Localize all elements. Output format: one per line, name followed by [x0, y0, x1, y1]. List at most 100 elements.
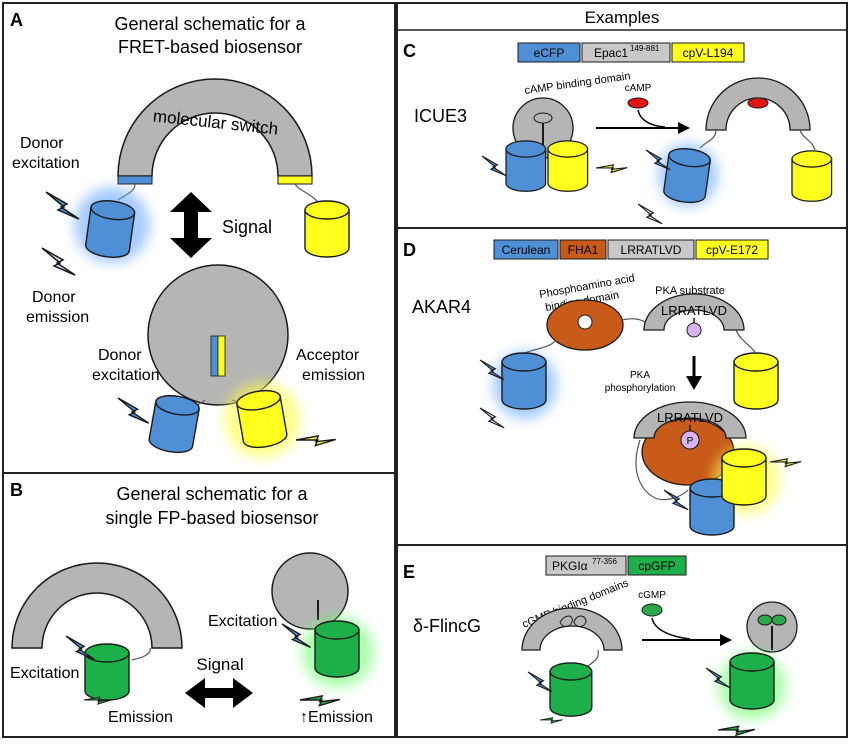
- emission-label-b-left: Emission: [108, 709, 173, 726]
- bar-fha1-label: FHA1: [568, 243, 599, 257]
- camp-ligand-label: cAMP: [625, 83, 652, 94]
- bar-lrratlvd: [607, 239, 695, 260]
- icue3-acceptor: [547, 140, 589, 192]
- flincg-closed-fp: [729, 652, 775, 710]
- single-fp-closed: [271, 552, 349, 630]
- akar4-name: AKAR4: [412, 297, 471, 317]
- acceptor-emission-line2: emission: [302, 367, 365, 384]
- yellow-fp-a: [304, 200, 350, 258]
- panel-b-letter: B: [10, 480, 23, 500]
- excitation-label-b-left: Excitation: [10, 665, 79, 682]
- icue3-name: ICUE3: [414, 106, 467, 126]
- panel-a-letter: A: [10, 10, 23, 30]
- tether-green-left: [131, 647, 151, 661]
- empty-cgmp-pockets: [559, 615, 587, 627]
- donor-excitation-a-line2: excitation: [12, 155, 80, 172]
- donor-excitation-b-line1: Donor: [98, 347, 142, 364]
- donor-excitation-b-line2: excitation: [92, 367, 160, 384]
- switch-yellow-end: [277, 175, 313, 185]
- sequence-label-bottom: LRRATLVD: [657, 410, 723, 425]
- bar-cpgfp: [627, 555, 687, 576]
- bar-ecfp: [517, 42, 581, 63]
- panel-b-border: [2, 472, 396, 738]
- excitation-bolt-a: [45, 191, 80, 220]
- green-fp-left: [84, 643, 130, 701]
- donor-emission-a-line2: emission: [26, 309, 89, 326]
- panel-e-letter: E: [403, 562, 415, 582]
- pka-substrate-arch: [643, 293, 745, 331]
- icue3-acceptor-bolt: [595, 151, 628, 184]
- flincg-arrowhead: [720, 634, 732, 646]
- single-fp-arch: [11, 562, 183, 649]
- camp-binding-label: cAMP binding domain: [524, 70, 631, 97]
- molecular-switch-arch: [117, 78, 313, 177]
- bound-cgmp-left: [757, 614, 773, 626]
- acceptor-emission-line1: Acceptor: [296, 347, 360, 364]
- switch-blue-end: [117, 175, 153, 185]
- signal-label-b: Signal: [196, 655, 243, 674]
- bound-camp: [747, 97, 769, 109]
- bar-cerulean: [493, 239, 559, 260]
- icue3-open-arch: [705, 77, 811, 131]
- camp-ligand: [627, 97, 649, 109]
- panel-d-letter: D: [403, 240, 416, 260]
- bar-epac1-range: 149-881: [630, 44, 660, 53]
- cgmp-curve: [651, 617, 691, 640]
- signal-double-arrow-b: [185, 678, 253, 708]
- panel-b-title-line1: General schematic for a: [116, 484, 308, 504]
- acceptor-emission-bolt: [295, 419, 337, 461]
- bar-epac1-label: Epac1: [594, 46, 628, 60]
- emission-label-b-right: ↑Emission: [300, 709, 373, 726]
- icue3-excitation-bolt: [481, 155, 507, 177]
- tether-yellow-a: [294, 183, 319, 203]
- emission-bolt-a: [41, 247, 76, 276]
- donor-emission-a-line1: Donor: [32, 289, 76, 306]
- bar-pkgi-range: 77-356: [592, 557, 617, 566]
- panel-a-title-line1: General schematic for a: [114, 14, 306, 34]
- green-fp-right: [314, 620, 360, 678]
- akar4-emission-bolt: [479, 407, 505, 429]
- phosphate-symbol: P: [687, 436, 694, 447]
- tether-bound-loop: [635, 439, 689, 501]
- unphosphorylated-site: [686, 322, 702, 338]
- akar4-acceptor: [733, 352, 779, 410]
- bar-cpv-l194: [671, 42, 745, 63]
- tether-flincg-open: [585, 649, 599, 669]
- excitation-bolt-closed: [117, 397, 150, 424]
- phos-label-line2: phosphorylation: [605, 383, 676, 394]
- cgmp-ligand-label: cGMP: [638, 590, 666, 601]
- bar-pkgi: [545, 555, 627, 576]
- sequence-label-top: LRRATLVD: [661, 303, 727, 318]
- icue3-open-emission-bolt: [637, 203, 663, 225]
- panel-a-title-line2: FRET-based biosensor: [118, 37, 302, 57]
- fha1-pocket: [577, 314, 593, 330]
- donor-fp-closed: [146, 391, 202, 457]
- tether-icue3-open-blue: [699, 129, 717, 149]
- flincg-name: δ-FlincG: [413, 616, 481, 636]
- bar-cpgfp-label: cpGFP: [638, 559, 675, 573]
- molecular-switch-closed: [147, 264, 289, 406]
- tether-icue3-open-yellow: [799, 129, 816, 151]
- substrate-arch-bound: [633, 401, 747, 439]
- donor-excitation-a-line1: Donor: [20, 135, 64, 152]
- phosphorylation-arrowhead: [686, 376, 702, 390]
- flincg-open-excitation-bolt: [527, 671, 553, 693]
- tether-fha-substrate: [621, 318, 646, 323]
- tether-akar4-yellow: [735, 329, 756, 353]
- signal-label-a: Signal: [222, 217, 272, 237]
- bar-pkgi-label: PKGIα: [552, 559, 588, 573]
- bar-fha1: [559, 239, 607, 260]
- bar-cpv-e172-label: cpV-E172: [706, 243, 758, 257]
- akar4-bound-acceptor: [721, 448, 767, 506]
- bar-epac1: [581, 42, 671, 63]
- bar-cpv-e172: [695, 239, 769, 260]
- acceptor-fp-closed: [234, 386, 290, 452]
- flincg-open-fp: [549, 662, 593, 717]
- pka-substrate-label: PKA substrate: [655, 285, 725, 297]
- panel-c-letter: C: [403, 41, 416, 61]
- cgmp-ligand: [641, 603, 663, 617]
- closed-yellow-strip: [217, 335, 226, 377]
- bar-lrratlvd-label: LRRATLVD: [621, 243, 682, 257]
- camp-curve: [637, 109, 666, 128]
